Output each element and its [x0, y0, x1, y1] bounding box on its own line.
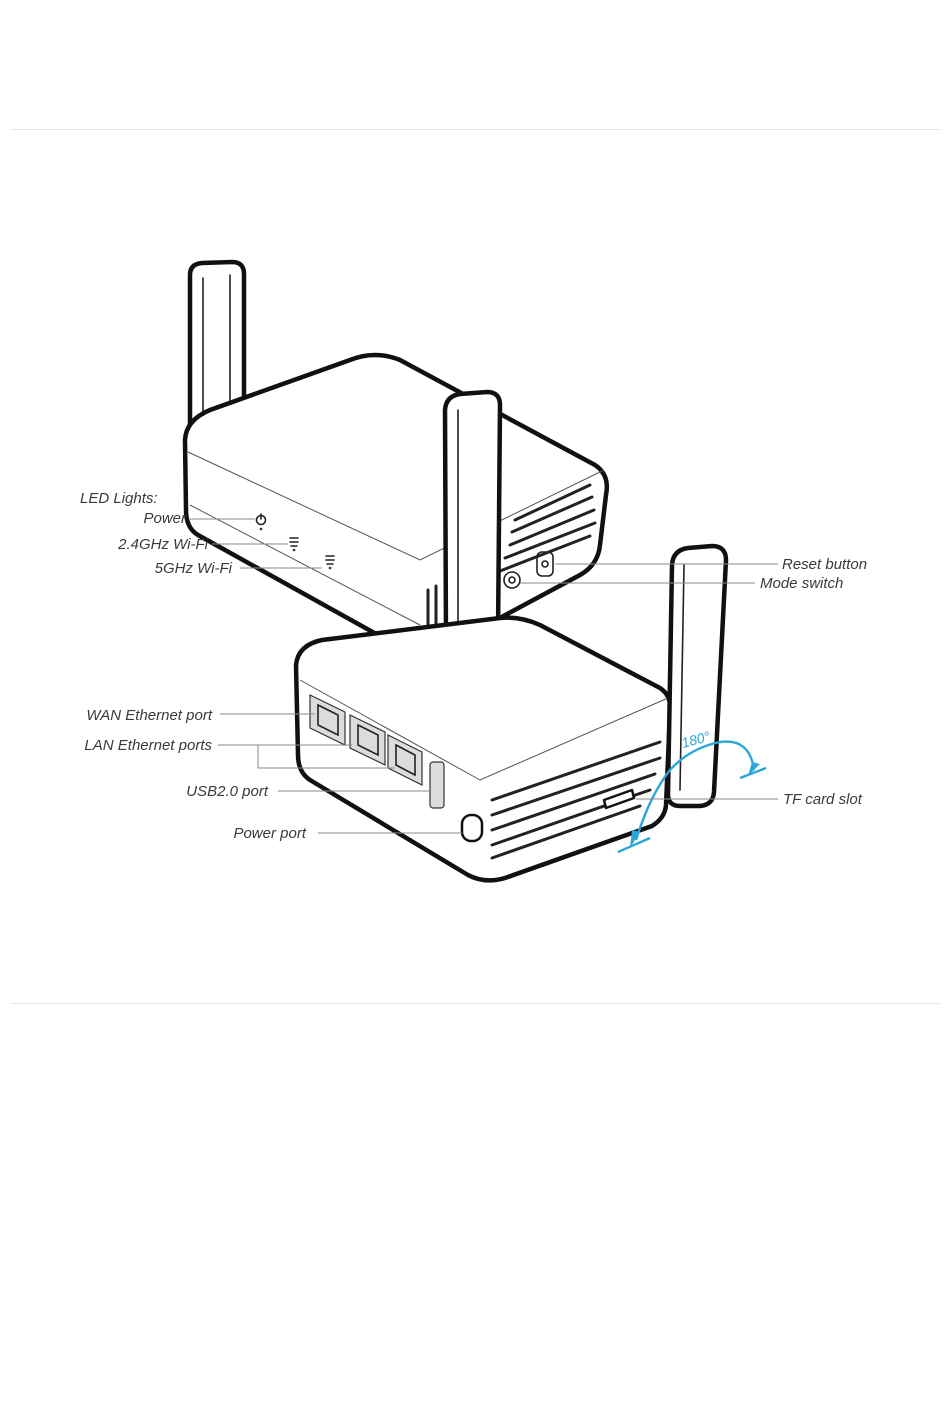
tf-card-slot-label: TF card slot: [783, 791, 863, 808]
power-led-label: Power: [143, 510, 187, 527]
usb-port-graphic: [430, 762, 444, 808]
wifi-5-label: 5GHz Wi-Fi: [155, 560, 233, 577]
top-front-antenna: [445, 392, 500, 652]
top-router-body: [185, 355, 607, 654]
usb-port-label: USB2.0 port: [186, 783, 269, 800]
wifi-24-label: 2.4GHz Wi-Fi: [117, 536, 209, 553]
reset-button-label: Reset button: [782, 556, 867, 573]
power-port-label: Power port: [233, 825, 306, 842]
led-lights-label: LED Lights:: [80, 490, 158, 507]
top-router: [185, 262, 607, 654]
lan-ports-label: LAN Ethernet ports: [84, 737, 212, 754]
power-port-graphic: [462, 815, 482, 841]
mode-switch-label: Mode switch: [760, 575, 843, 592]
bottom-right-antenna: [668, 546, 726, 806]
wan-port-label: WAN Ethernet port: [86, 707, 212, 724]
